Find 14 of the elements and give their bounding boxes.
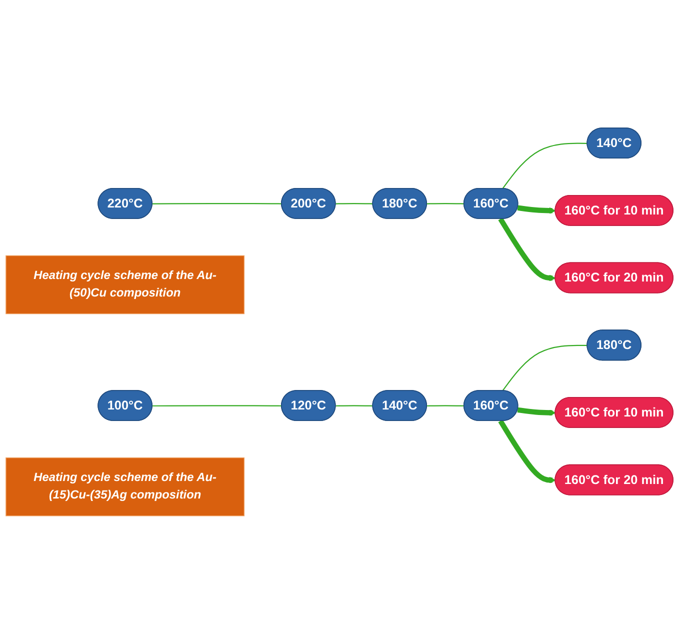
- arrow: [498, 420, 556, 484]
- connector: [426, 405, 464, 407]
- connector: [152, 405, 282, 407]
- node-box: Heating cycle scheme of the Au-(50)Cu composition: [6, 255, 245, 314]
- connector: [426, 203, 464, 204]
- arrow: [517, 205, 556, 214]
- connector: [152, 203, 282, 204]
- arrow: [517, 407, 556, 416]
- connector: [336, 405, 373, 407]
- connector: [502, 344, 588, 392]
- connector: [502, 142, 588, 190]
- arrow: [498, 218, 556, 282]
- connector: [336, 203, 373, 204]
- node-box: Heating cycle scheme of the Au-(15)Cu-(35)Ag composition: [6, 458, 245, 516]
